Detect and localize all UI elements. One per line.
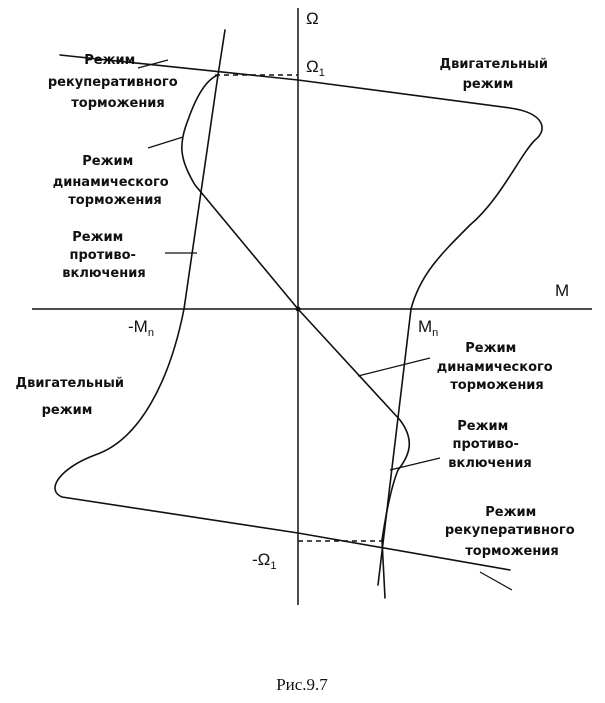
label-motor-top: Двигательный режим — [440, 57, 553, 92]
label-dyn-bot: Режим динамического торможения — [437, 341, 558, 393]
leader-regen-top — [137, 59, 169, 69]
leader-regen-bot — [479, 571, 513, 591]
leader-dyn-bot — [357, 357, 431, 377]
omega-axis-label: Ω — [306, 9, 319, 28]
neg-omega1-label: -Ω1 — [252, 550, 277, 572]
omega1-label: Ω1 — [306, 57, 325, 79]
label-regen-top: Режим рекуперативного торможения — [48, 53, 182, 111]
leader-dyn-top — [147, 136, 184, 149]
upper-characteristic-curve — [59, 54, 543, 586]
label-regen-bot: Режим рекуперативного торможения — [445, 505, 579, 559]
neg-mn-label: -Mn — [128, 317, 154, 339]
label-counter-bot: Режим противо- включения — [448, 419, 531, 471]
mn-label: Mn — [418, 317, 438, 339]
label-counter-top: Режим противо- включения — [62, 230, 145, 281]
left-characteristic-line — [54, 29, 511, 571]
label-motor-bot: Двигательный режим — [16, 376, 129, 418]
leader-counter-bot — [389, 457, 441, 471]
origin-point — [295, 306, 301, 312]
label-dyn-top: Режим динамического торможения — [53, 154, 174, 208]
figure-caption: Рис.9.7 — [276, 675, 328, 694]
torque-axis-label: M — [555, 281, 569, 300]
dynamic-braking-curve — [181, 74, 410, 599]
